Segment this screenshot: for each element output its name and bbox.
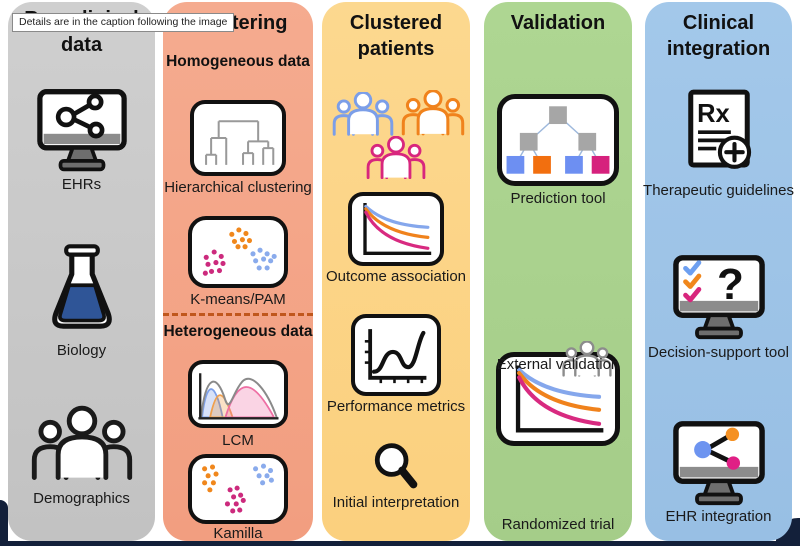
item-label: LCM bbox=[222, 432, 254, 449]
item-label: Therapeutic guidelines bbox=[643, 182, 794, 199]
kmeans-scatter-icon bbox=[188, 216, 288, 288]
ehr-integration-monitor-icon bbox=[670, 420, 768, 508]
decision-support-monitor-icon: ? bbox=[670, 254, 768, 342]
page-corner-left bbox=[0, 500, 8, 546]
column-clustering: Clustering Homogeneous data Hierarchical… bbox=[163, 2, 313, 542]
external-validation-curves-icon bbox=[496, 341, 620, 446]
patient-group-orange-icon bbox=[401, 90, 465, 136]
item-label: Kamilla bbox=[213, 525, 263, 542]
column-clinical-integration: Clinical integration Rx Therapeutic guid… bbox=[643, 2, 794, 541]
item-label: Hierarchical clustering bbox=[164, 179, 312, 196]
column-raw-clinical-data: Raw clinical data EHRs Biology Demograph… bbox=[8, 2, 155, 541]
column-title: Clustered patients bbox=[349, 12, 443, 60]
kamilla-scatter-icon bbox=[188, 454, 288, 524]
hierarchical-clustering-icon bbox=[190, 100, 286, 176]
column-title: Validation bbox=[510, 12, 606, 34]
item-label: External validation bbox=[496, 356, 620, 373]
item-label: Biology bbox=[56, 342, 107, 359]
column-clustered-patients: Clustered patients Outcome association P… bbox=[322, 2, 470, 541]
dashed-divider bbox=[163, 313, 313, 316]
item-label: Performance metrics bbox=[326, 398, 466, 415]
section-heading: Heterogeneous data bbox=[163, 323, 313, 340]
item-label: Outcome association bbox=[325, 268, 467, 285]
item-label: Prediction tool bbox=[510, 190, 606, 207]
demographics-people-icon bbox=[29, 404, 135, 484]
item-label: Initial interpretation bbox=[332, 494, 460, 511]
image-alt-tooltip: Details are in the caption following the… bbox=[12, 13, 235, 32]
rx-guidelines-document-icon: Rx bbox=[687, 89, 751, 169]
outcome-association-curves-icon bbox=[348, 192, 444, 266]
item-label: K-means/PAM bbox=[190, 291, 286, 308]
patient-group-magenta-icon bbox=[366, 136, 426, 180]
rx-glyph: Rx bbox=[697, 100, 730, 128]
item-label: Randomized trial bbox=[501, 516, 615, 533]
item-label: EHR integration bbox=[665, 508, 772, 525]
prediction-tree-icon bbox=[497, 94, 619, 186]
section-heading: Homogeneous data bbox=[166, 53, 310, 70]
patient-group-blue-icon bbox=[333, 92, 394, 136]
question-mark-glyph: ? bbox=[717, 260, 744, 309]
performance-metrics-chart-icon bbox=[351, 314, 441, 396]
column-title: Clinical integration bbox=[666, 12, 771, 60]
item-label: EHRs bbox=[61, 176, 102, 193]
page-bottom-edge bbox=[0, 541, 800, 546]
column-validation: Validation Prediction tool Ext bbox=[484, 2, 632, 541]
ehr-monitor-share-icon bbox=[35, 88, 129, 174]
lcm-distributions-icon bbox=[188, 360, 288, 428]
magnifier-icon bbox=[374, 443, 418, 489]
flask-icon bbox=[51, 244, 112, 329]
item-label: Demographics bbox=[33, 490, 130, 507]
item-label: Decision-support tool bbox=[648, 344, 789, 361]
